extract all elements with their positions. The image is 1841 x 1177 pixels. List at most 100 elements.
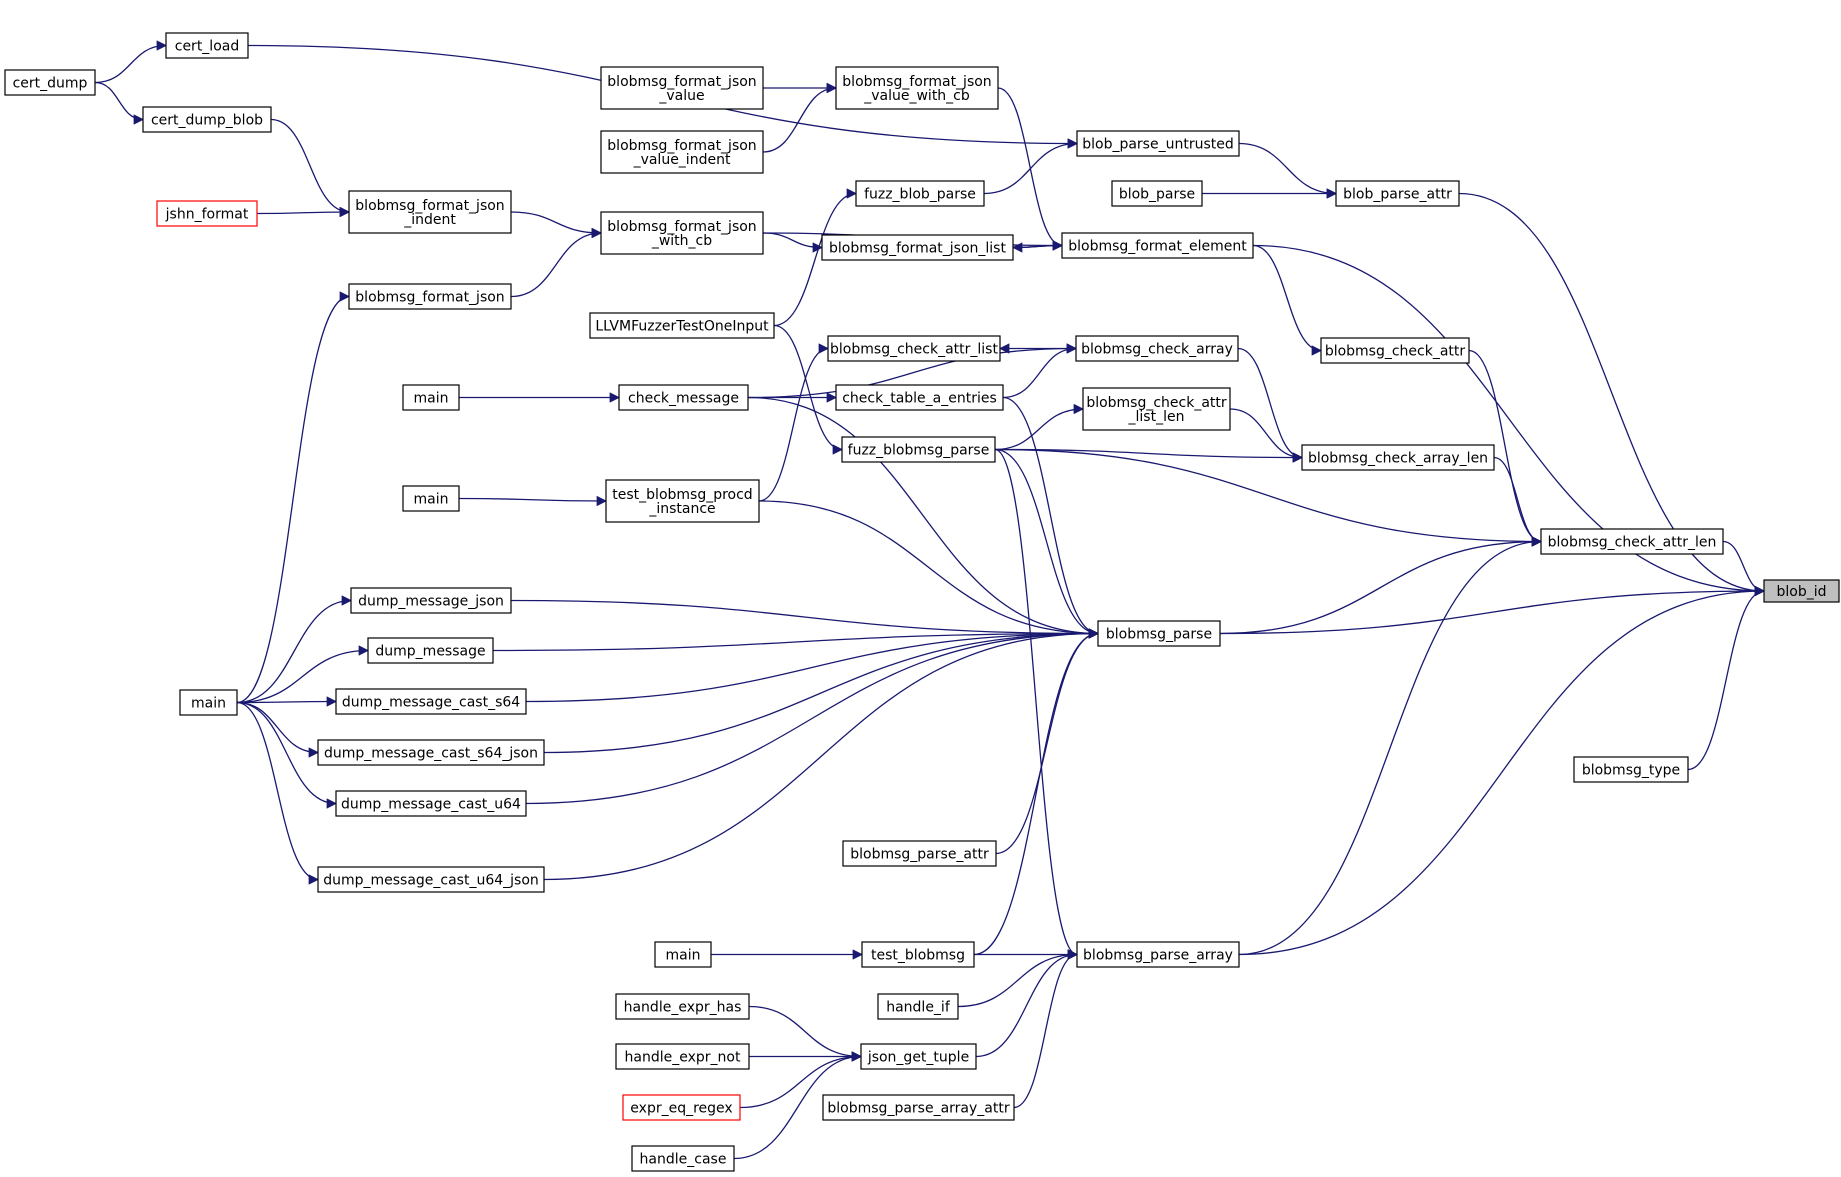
node-cert-dump[interactable]: cert_dump: [4, 69, 96, 96]
edge-json-get-tuple-to-blobmsg-parse-array: [975, 949, 1079, 1058]
node-blobmsg-check-attr-len[interactable]: blobmsg_check_attr_len: [1540, 528, 1724, 555]
node-label: blobmsg_check_attr: [1086, 395, 1227, 411]
node-label: blobmsg_check_attr: [1325, 344, 1466, 360]
edge-blobmsg-format-json-indent-to-blobmsg-format-json-with-cb: [510, 211, 603, 239]
node-label: blobmsg_check_array: [1081, 342, 1233, 358]
node-fuzz-blob-parse[interactable]: fuzz_blob_parse: [855, 180, 985, 207]
node-main4[interactable]: main: [654, 941, 712, 968]
node-blobmsg-format-json[interactable]: blobmsg_format_json: [348, 283, 512, 310]
node-box: [142, 106, 272, 133]
node-blobmsg-check-attr-list-len[interactable]: blobmsg_check_attr_list_len: [1082, 387, 1231, 431]
edge-fuzz-blob-parse-to-blob-parse-untrusted: [983, 138, 1079, 195]
node-blob-id[interactable]: blob_id: [1763, 579, 1840, 603]
edge-blobmsg-check-array-to-blobmsg-check-array-len: [1237, 347, 1304, 463]
node-label: main: [666, 948, 701, 964]
edge-test-blobmsg-to-blobmsg-parse: [973, 628, 1100, 956]
node-label: test_blobmsg_procd: [612, 487, 752, 503]
node-blobmsg-parse-attr[interactable]: blobmsg_parse_attr: [842, 840, 997, 867]
node-box: [618, 384, 749, 411]
node-blobmsg-format-element[interactable]: blobmsg_format_element: [1061, 232, 1254, 259]
node-label: test_blobmsg: [871, 948, 965, 964]
edge-blobmsg-format-element-to-blob-id: [1252, 244, 1766, 597]
node-test-blobmsg-procd-instance[interactable]: test_blobmsg_procd_instance: [605, 479, 760, 523]
node-box: [841, 436, 996, 463]
node-blob-parse-untrusted[interactable]: blob_parse_untrusted: [1076, 130, 1240, 157]
node-box: [622, 1094, 741, 1121]
node-blobmsg-check-attr-list[interactable]: blobmsg_check_attr_list: [827, 335, 1001, 362]
node-expr-eq-regex[interactable]: expr_eq_regex: [622, 1094, 741, 1121]
edge-fuzz-blobmsg-parse-to-blobmsg-check-array-len: [994, 448, 1304, 463]
node-box: [827, 335, 1001, 362]
node-blobmsg-format-json-value[interactable]: blobmsg_format_json_value: [600, 66, 764, 110]
node-label: dump_message_cast_u64: [341, 797, 521, 813]
node-handle-case[interactable]: handle_case: [631, 1145, 735, 1172]
node-cert-dump-blob[interactable]: cert_dump_blob: [142, 106, 272, 133]
node-blobmsg-format-json-value-with-cb[interactable]: blobmsg_format_json_value_with_cb: [835, 66, 999, 110]
edge-blobmsg-parse-array-to-blob-id: [1238, 585, 1766, 956]
node-box: [156, 200, 258, 227]
edge-test-blobmsg-procd-instance-to-blobmsg-check-attr-list: [758, 343, 830, 502]
node-llvmfuzzertestoneinput[interactable]: LLVMFuzzerTestOneInput: [589, 312, 775, 339]
node-label: cert_dump_blob: [151, 113, 263, 129]
node-blobmsg-check-attr[interactable]: blobmsg_check_attr: [1320, 337, 1470, 364]
node-jshn-format[interactable]: jshn_format: [156, 200, 258, 227]
node-test-blobmsg[interactable]: test_blobmsg: [861, 941, 975, 968]
node-box: [367, 637, 494, 664]
node-label: _instance: [648, 501, 715, 517]
edge-llvmfuzzertestoneinput-to-fuzz-blobmsg-parse: [773, 324, 844, 455]
node-blobmsg-format-json-list[interactable]: blobmsg_format_json_list: [821, 234, 1014, 261]
node-label: _value_with_cb: [863, 88, 970, 104]
edge-cert-dump-to-cert-load: [94, 40, 168, 84]
node-box: [335, 790, 527, 817]
node-label: blobmsg_parse_array_attr: [827, 1101, 1009, 1117]
node-json-get-tuple[interactable]: json_get_tuple: [860, 1043, 977, 1070]
node-label: _value: [658, 88, 704, 104]
edge-main3-to-dump-message-cast-u64: [236, 701, 338, 809]
node-check-message[interactable]: check_message: [618, 384, 749, 411]
node-dump-message-json[interactable]: dump_message_json: [350, 587, 512, 614]
edge-llvmfuzzertestoneinput-to-fuzz-blob-parse: [773, 188, 858, 327]
node-dump-message-cast-u64[interactable]: dump_message_cast_u64: [335, 790, 527, 817]
node-blobmsg-check-array-len[interactable]: blobmsg_check_array_len: [1301, 444, 1495, 471]
node-check-table-a-entries[interactable]: check_table_a_entries: [835, 384, 1004, 411]
node-cert-load[interactable]: cert_load: [165, 32, 249, 59]
node-box: [877, 993, 959, 1020]
edge-fuzz-blobmsg-parse-to-blobmsg-parse-array: [994, 448, 1079, 960]
node-dump-message-cast-s64-json[interactable]: dump_message_cast_s64_json: [317, 739, 545, 766]
node-handle-expr-has[interactable]: handle_expr_has: [615, 993, 750, 1020]
node-main3[interactable]: main: [179, 689, 238, 716]
node-label: _indent: [403, 212, 456, 228]
edge-blobmsg-format-element-to-blobmsg-check-attr: [1252, 244, 1323, 356]
node-blob-parse[interactable]: blob_parse: [1111, 180, 1203, 207]
edge-fuzz-blobmsg-parse-to-blobmsg-check-attr-len: [994, 448, 1543, 547]
edge-main3-to-dump-message: [236, 645, 370, 704]
node-blobmsg-parse-array-attr[interactable]: blobmsg_parse_array_attr: [822, 1094, 1015, 1121]
node-main1[interactable]: main: [402, 384, 460, 411]
edge-dump-message-cast-u64-to-blobmsg-parse: [525, 628, 1100, 805]
node-dump-message-cast-s64[interactable]: dump_message_cast_s64: [335, 688, 527, 715]
node-blobmsg-format-json-value-indent[interactable]: blobmsg_format_json_value_indent: [600, 130, 764, 174]
node-blobmsg-parse[interactable]: blobmsg_parse: [1097, 620, 1221, 647]
node-blobmsg-parse-array[interactable]: blobmsg_parse_array: [1076, 941, 1240, 968]
node-dump-message-cast-u64-json[interactable]: dump_message_cast_u64_json: [317, 866, 545, 893]
node-handle-if[interactable]: handle_if: [877, 993, 959, 1020]
node-blobmsg-format-json-indent[interactable]: blobmsg_format_json_indent: [348, 190, 512, 234]
node-box: [1573, 756, 1689, 783]
node-blobmsg-check-array[interactable]: blobmsg_check_array: [1075, 335, 1239, 362]
node-fuzz-blobmsg-parse[interactable]: fuzz_blobmsg_parse: [841, 436, 996, 463]
node-handle-expr-not[interactable]: handle_expr_not: [615, 1043, 750, 1070]
node-dump-message[interactable]: dump_message: [367, 637, 494, 664]
node-label: _with_cb: [651, 233, 712, 249]
node-box: [1061, 232, 1254, 259]
edge-check-table-a-entries-to-blobmsg-parse: [1002, 396, 1100, 639]
edge-handle-expr-has-to-json-get-tuple: [748, 1005, 863, 1062]
node-blob-parse-attr[interactable]: blob_parse_attr: [1335, 180, 1460, 207]
node-label: blobmsg_type: [1582, 763, 1680, 779]
node-label: cert_dump: [13, 76, 88, 92]
node-box: [654, 941, 712, 968]
node-box: [1301, 444, 1495, 471]
node-box: [600, 130, 764, 174]
node-main2[interactable]: main: [402, 485, 460, 512]
node-blobmsg-type[interactable]: blobmsg_type: [1573, 756, 1689, 783]
node-blobmsg-format-json-with-cb[interactable]: blobmsg_format_json_with_cb: [600, 211, 764, 255]
